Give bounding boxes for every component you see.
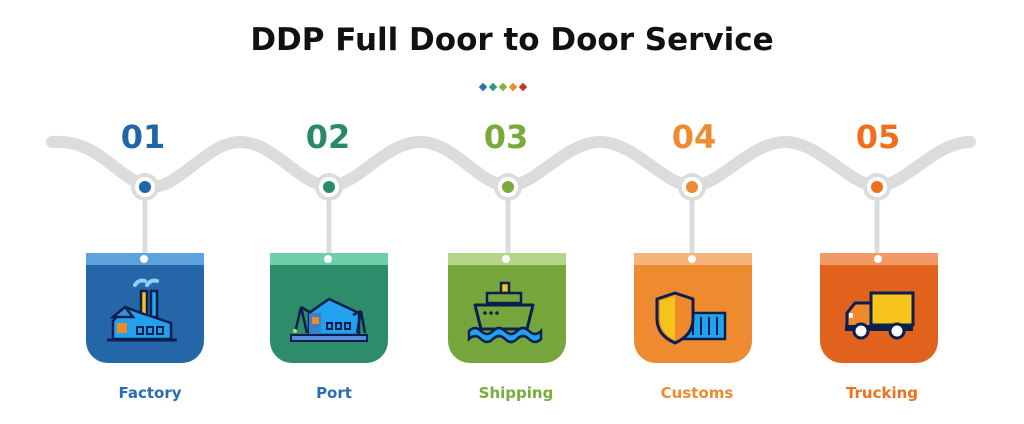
step-number: 02 bbox=[305, 118, 351, 156]
truck-icon bbox=[845, 291, 915, 340]
step-card-factory bbox=[86, 253, 204, 363]
card-hanger-hole bbox=[874, 255, 882, 263]
step-number: 05 bbox=[855, 118, 901, 156]
card-hanger-hole bbox=[140, 255, 148, 263]
step-label: Factory bbox=[118, 384, 182, 402]
card-hanger-hole bbox=[324, 255, 332, 263]
step-label: Shipping bbox=[478, 384, 554, 402]
step-label: Port bbox=[316, 384, 352, 402]
pin-dot bbox=[323, 181, 335, 193]
card-hanger-hole bbox=[502, 255, 510, 263]
page-title: DDP Full Door to Door Service bbox=[250, 22, 774, 58]
pin-dot bbox=[871, 181, 883, 193]
factory-icon bbox=[107, 278, 177, 342]
step-card-trucking bbox=[820, 253, 938, 363]
pin-dot bbox=[686, 181, 698, 193]
pin-dot bbox=[139, 181, 151, 193]
ship-icon bbox=[467, 281, 543, 344]
step-number: 04 bbox=[671, 118, 717, 156]
port-icon bbox=[290, 297, 368, 342]
pin-dot bbox=[502, 181, 514, 193]
step-card-port bbox=[270, 253, 388, 363]
step-card-shipping bbox=[448, 253, 566, 363]
customs-shield-icon bbox=[655, 291, 727, 345]
step-number: 03 bbox=[483, 118, 529, 156]
step-label: Trucking bbox=[845, 384, 919, 402]
step-number: 01 bbox=[120, 118, 166, 156]
card-hanger-hole bbox=[688, 255, 696, 263]
step-label: Customs bbox=[660, 384, 734, 402]
step-card-customs bbox=[634, 253, 752, 363]
